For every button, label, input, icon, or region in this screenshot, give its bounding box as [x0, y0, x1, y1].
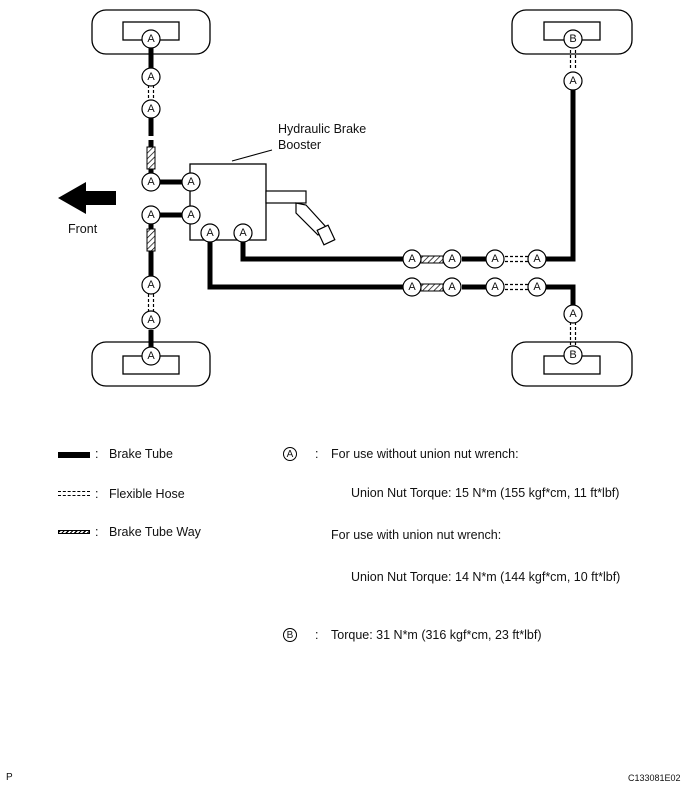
front-label: Front [68, 222, 98, 236]
note-a-with-torque: Union Nut Torque: 14 N*m (144 kgf*cm, 10… [351, 570, 621, 584]
svg-text:A: A [147, 71, 155, 83]
note-a-with-wrench: For use with union nut wrench: [331, 528, 502, 542]
svg-text:A: A [408, 253, 416, 265]
figure-code: C133081E02 [628, 773, 681, 783]
note-a-without-torque: Union Nut Torque: 15 N*m (155 kgf*cm, 11… [351, 486, 620, 500]
svg-text:A: A [206, 227, 214, 239]
joint-b-badge: B [283, 627, 297, 642]
joint-a-icon: A [181, 172, 201, 192]
joint-a-icon: A [402, 249, 422, 269]
legend-tube-way-label: Brake Tube Way [109, 525, 201, 539]
joint-a-icon: A [181, 205, 201, 225]
svg-text:A: A [491, 281, 499, 293]
svg-text:A: A [569, 75, 577, 87]
right-front-line [240, 50, 577, 264]
booster-label-line2: Booster [278, 138, 321, 152]
joint-b-icon: B [563, 29, 583, 49]
joint-a-icon: A [141, 29, 161, 49]
svg-text:B: B [569, 33, 576, 45]
svg-text:A: A [147, 350, 155, 362]
joint-a-icon: A [485, 277, 505, 297]
svg-text:A: A [187, 176, 195, 188]
note-b-torque: Torque: 31 N*m (316 kgf*cm, 23 ft*lbf) [331, 628, 542, 642]
svg-text:A: A [533, 281, 541, 293]
svg-text:A: A [147, 33, 155, 45]
note-a-sep: : [315, 447, 319, 461]
legend-hose-sep: : [95, 487, 99, 501]
joint-a-icon: A [233, 223, 253, 243]
joint-a-icon: A [527, 249, 547, 269]
svg-text:A: A [239, 227, 247, 239]
legend-tube-way-sep: : [95, 525, 99, 539]
joint-a-icon: A [485, 249, 505, 269]
legend-hose-label: Flexible Hose [109, 487, 185, 501]
joint-a-icon: A [200, 223, 220, 243]
joint-a-icon: A [563, 304, 583, 324]
joint-a-icon: A [141, 275, 161, 295]
joint-a-icon: A [563, 71, 583, 91]
svg-text:A: A [569, 308, 577, 320]
svg-text:A: A [491, 253, 499, 265]
right-rear-line [207, 242, 577, 346]
legend-hose-swatch [58, 491, 90, 496]
svg-text:A: A [408, 281, 416, 293]
legend-tube-label: Brake Tube [109, 447, 173, 461]
svg-text:A: A [147, 279, 155, 291]
left-front-line [146, 48, 184, 185]
svg-text:A: A [448, 281, 456, 293]
legend-tube-swatch [58, 452, 90, 458]
left-rear-line [146, 212, 184, 347]
joint-a-icon: A [402, 277, 422, 297]
joint-a-icon: A [141, 310, 161, 330]
booster-label-line1: Hydraulic Brake [278, 122, 366, 136]
svg-text:A: A [533, 253, 541, 265]
joint-a-icon: A [141, 205, 161, 225]
footer-left-mark: P [6, 772, 13, 783]
svg-text:A: A [147, 209, 155, 221]
svg-text:A: A [147, 314, 155, 326]
legend-tube-sep: : [95, 447, 99, 461]
svg-text:A: A [147, 176, 155, 188]
note-a-without-wrench: For use without union nut wrench: [331, 447, 519, 461]
legend-tube-way-swatch [58, 530, 90, 534]
svg-text:A: A [187, 209, 195, 221]
svg-text:B: B [569, 349, 576, 361]
svg-text:A: A [448, 253, 456, 265]
joint-a-icon: A [141, 346, 161, 366]
joint-a-icon: A [141, 67, 161, 87]
joint-a-badge: A [283, 446, 297, 461]
joint-a-icon: A [527, 277, 547, 297]
joint-a-icon: A [442, 249, 462, 269]
joint-a-icon: A [141, 99, 161, 119]
joint-a-icon: A [442, 277, 462, 297]
booster-leader-line [231, 149, 273, 162]
joint-b-icon: B [563, 345, 583, 365]
svg-text:A: A [147, 103, 155, 115]
joint-a-icon: A [141, 172, 161, 192]
note-b-sep: : [315, 628, 319, 642]
front-arrow-icon [58, 182, 116, 214]
